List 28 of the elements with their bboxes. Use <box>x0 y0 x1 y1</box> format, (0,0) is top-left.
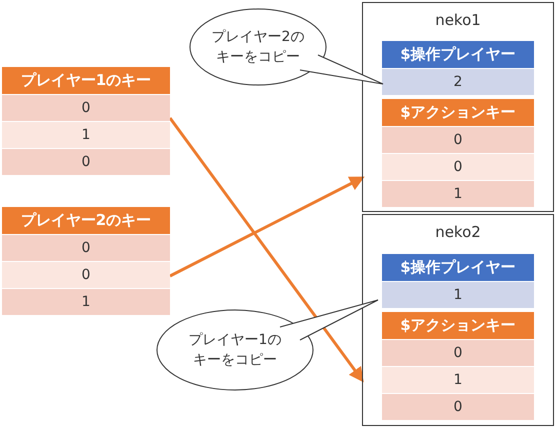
table-cell: 0 <box>2 149 170 175</box>
arrow <box>169 176 365 278</box>
table-cell: 0 <box>2 262 170 288</box>
object-name: neko2 <box>434 223 482 241</box>
table-cell: 0 <box>2 235 170 261</box>
table-cell: 0 <box>382 394 534 420</box>
object-box <box>362 2 554 212</box>
table-header: $操作プレイヤー <box>382 41 534 68</box>
table-cell: 0 <box>382 154 534 180</box>
table-header: プレイヤー2のキー <box>2 207 170 234</box>
arrow <box>168 117 364 382</box>
table-header: プレイヤー1のキー <box>2 67 170 94</box>
table-cell: 1 <box>382 367 534 393</box>
table-cell: 2 <box>382 69 534 95</box>
bubble-text: プレイヤー1のキーをコピー <box>188 331 282 370</box>
table-cell: 1 <box>382 181 534 207</box>
table-cell: 1 <box>382 282 534 308</box>
object-box <box>362 214 554 426</box>
table-cell: 0 <box>382 127 534 153</box>
table-cell: 0 <box>2 95 170 121</box>
table-header: $アクションキー <box>382 312 534 339</box>
table-cell: 1 <box>2 122 170 148</box>
table-header: $操作プレイヤー <box>382 254 534 281</box>
table-cell: 1 <box>2 289 170 315</box>
object-name: neko1 <box>434 11 482 29</box>
table-header: $アクションキー <box>382 99 534 126</box>
bubble-text: プレイヤー2のキーをコピー <box>210 28 306 67</box>
table-cell: 0 <box>382 340 534 366</box>
